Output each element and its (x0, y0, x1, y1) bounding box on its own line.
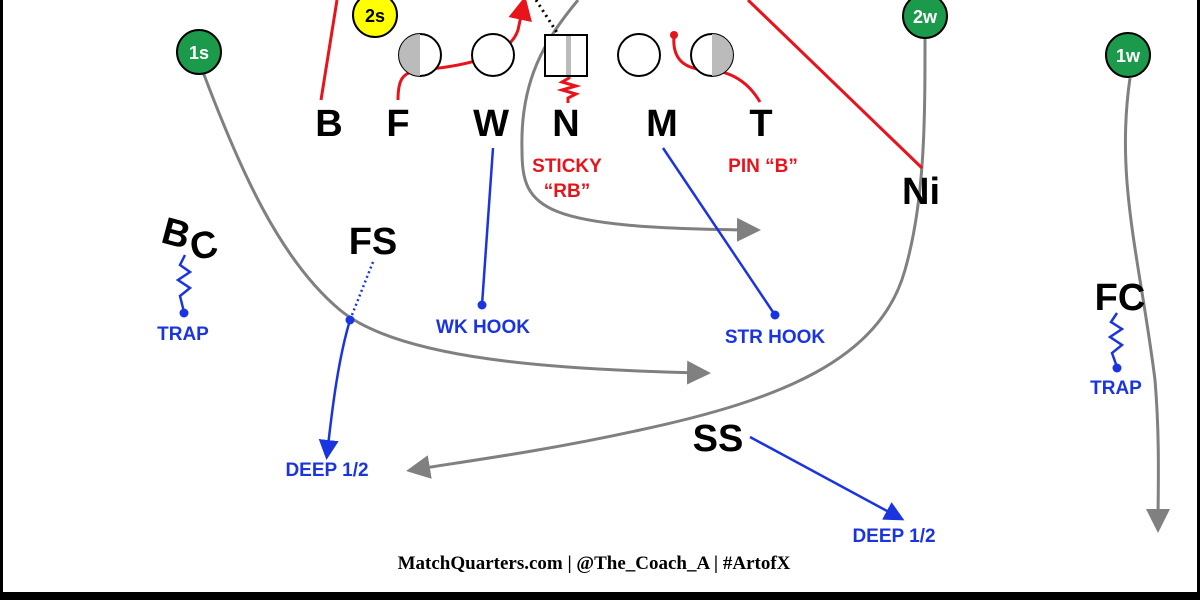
ss-deep-path (749, 435, 905, 521)
left-border (0, 0, 3, 600)
str-hook-label: STR HOOK (725, 327, 826, 348)
bc-trap-dot (179, 308, 189, 318)
defender-T: T (749, 103, 772, 145)
defender-FC: FC (1095, 277, 1146, 319)
trap-right-label: TRAP (1090, 378, 1142, 399)
pin-label: PIN “B” (728, 156, 798, 177)
bottom-border (0, 592, 1200, 600)
rush-Ni (746, 0, 924, 170)
route-1s (201, 71, 711, 385)
fc-trap-path (1107, 312, 1125, 368)
deep-right-label: DEEP 1/2 (852, 526, 935, 547)
rush-B (319, 0, 339, 101)
defender-BC-c: C (187, 223, 221, 269)
sticky-N (556, 52, 582, 103)
fs-deep-path (318, 319, 352, 460)
defender-M: M (646, 103, 678, 145)
fc-trap-dot (1112, 363, 1122, 373)
footer-credit: MatchQuarters.com | @The_Coach_A | #Arto… (398, 553, 791, 574)
route-1w (1123, 77, 1171, 533)
lineman-rg (617, 33, 661, 77)
wk-hook-path (480, 147, 495, 306)
defender-N: N (552, 103, 579, 145)
wk-hook-dot (477, 300, 487, 310)
fs-dotted (348, 261, 375, 321)
receiver-2s-label: 2s (365, 6, 385, 26)
defender-SS: SS (693, 418, 744, 460)
receiver-1s-label: 1s (189, 43, 209, 63)
str-hook-path (661, 147, 777, 316)
trap-left-label: TRAP (157, 324, 209, 345)
receiver-1w (1105, 32, 1151, 78)
receiver-1s (176, 29, 222, 75)
defender-Ni: Ni (902, 171, 940, 213)
route-2w (406, 37, 927, 479)
sticky-label: STICKY (532, 156, 602, 177)
defender-B: B (315, 103, 342, 145)
defender-W: W (473, 103, 509, 145)
fs-dot (345, 315, 355, 325)
sticky-rb-label: “RB” (544, 181, 590, 202)
bc-trap-path (175, 254, 193, 313)
receiver-2s (352, 0, 398, 38)
str-hook-dot (770, 310, 780, 320)
receiver-2w-label: 2w (913, 7, 938, 27)
defender-F: F (386, 103, 409, 145)
pin-dot (670, 31, 678, 39)
receiver-1w-label: 1w (1116, 46, 1141, 66)
defender-FS: FS (349, 221, 398, 263)
lineman-lg (471, 33, 515, 77)
receiver-2w (902, 0, 948, 39)
deep-left-label: DEEP 1/2 (285, 460, 368, 481)
right-border (1197, 0, 1200, 600)
wk-hook-label: WK HOOK (436, 317, 530, 338)
